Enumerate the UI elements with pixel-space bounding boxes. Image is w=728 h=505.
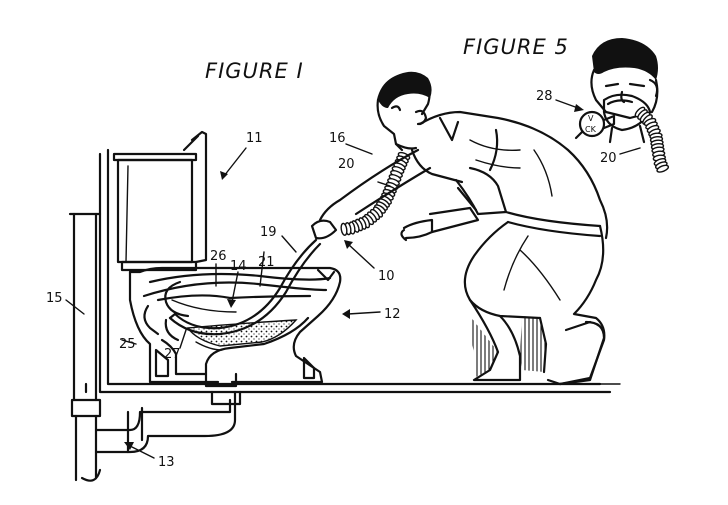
figure-5-head: V CK [574,38,659,144]
kneeling-man [310,71,609,386]
valve-icon [578,110,606,138]
toilet-bowl [128,266,342,388]
figure-1-title: FIGURE I [205,59,304,83]
label-13: 13 [158,455,175,470]
reference-numerals: 11 12 10 13 15 25 27 14 26 21 19 16 20 2… [46,89,617,470]
label-21: 21 [258,255,275,270]
leader-lines [65,99,641,459]
valve-marking-top: V [588,114,594,123]
valve-marking-bottom: CK [585,125,597,134]
hose [168,238,322,336]
label-25: 25 [119,337,136,352]
toilet-tank [112,130,208,272]
label-14: 14 [230,259,247,274]
label-20-fig1: 20 [338,157,355,172]
label-10: 10 [378,269,395,284]
label-20-fig5: 20 [600,151,617,166]
floor-and-wall [84,148,621,394]
label-27: 27 [164,347,181,362]
label-28: 28 [536,89,553,104]
label-11: 11 [246,131,263,146]
corrugated-tube-fig5 [634,106,670,173]
label-19: 19 [260,225,277,240]
label-26: 26 [210,249,227,264]
label-12: 12 [384,307,401,322]
label-15: 15 [46,291,63,306]
label-16: 16 [329,131,346,146]
figure-5-title: FIGURE 5 [463,35,569,59]
probe [164,280,237,318]
